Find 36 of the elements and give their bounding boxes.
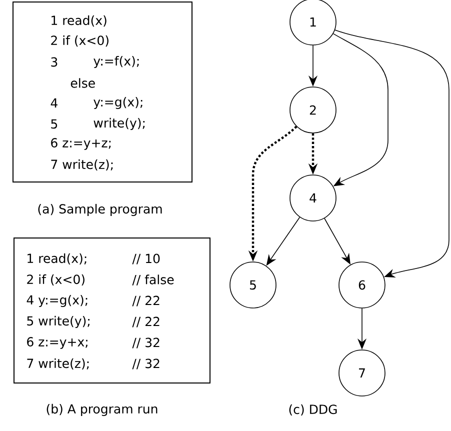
code-line: 7 write(z); [27,358,89,370]
code-line: 1 read(x) [52,15,106,27]
code-line: 4 [50,98,58,108]
code-line: 7 write(z); [51,159,113,171]
caption: (c) DDG [289,404,337,416]
code-line: 2 if (x<0) [27,274,84,286]
graph-node: 7 [338,350,386,396]
code-line: // 10 [132,254,160,264]
graph-node: 5 [230,262,276,308]
caption: (a) Sample program [38,204,162,216]
code-line: 5 write(y); [27,316,90,328]
code-line: 5 [51,119,58,129]
code-line: 3 [51,57,58,67]
code-line: 2 if (x<0) [51,35,108,47]
code-line: // 22 [132,296,160,306]
code-line: y:=f(x); [94,56,139,68]
arrow [332,33,388,186]
caption: (b) A program run [46,404,158,416]
code-line: // false [132,274,174,286]
code-line: // 32 [132,358,160,370]
code-line: 1 read(x); [28,253,86,265]
code-line: 6 z:=y+z; [51,138,111,150]
graph-node: 2 [290,86,336,134]
code-line: // 32 [132,338,160,348]
graph-node: 6 [338,262,386,308]
graph-node: 1 [290,0,336,46]
code-box [12,2,192,182]
code-line: // 22 [132,316,160,328]
arrow [334,30,450,278]
code-box [14,238,210,384]
code-line: write(y); [94,118,145,130]
code-line: else [70,78,95,88]
graph-node: 4 [290,174,336,222]
code-line: y:=g(x); [94,96,142,110]
code-line: 4 y:=g(x); [26,294,88,308]
code-line: 6 z:=y+x; [27,337,88,349]
